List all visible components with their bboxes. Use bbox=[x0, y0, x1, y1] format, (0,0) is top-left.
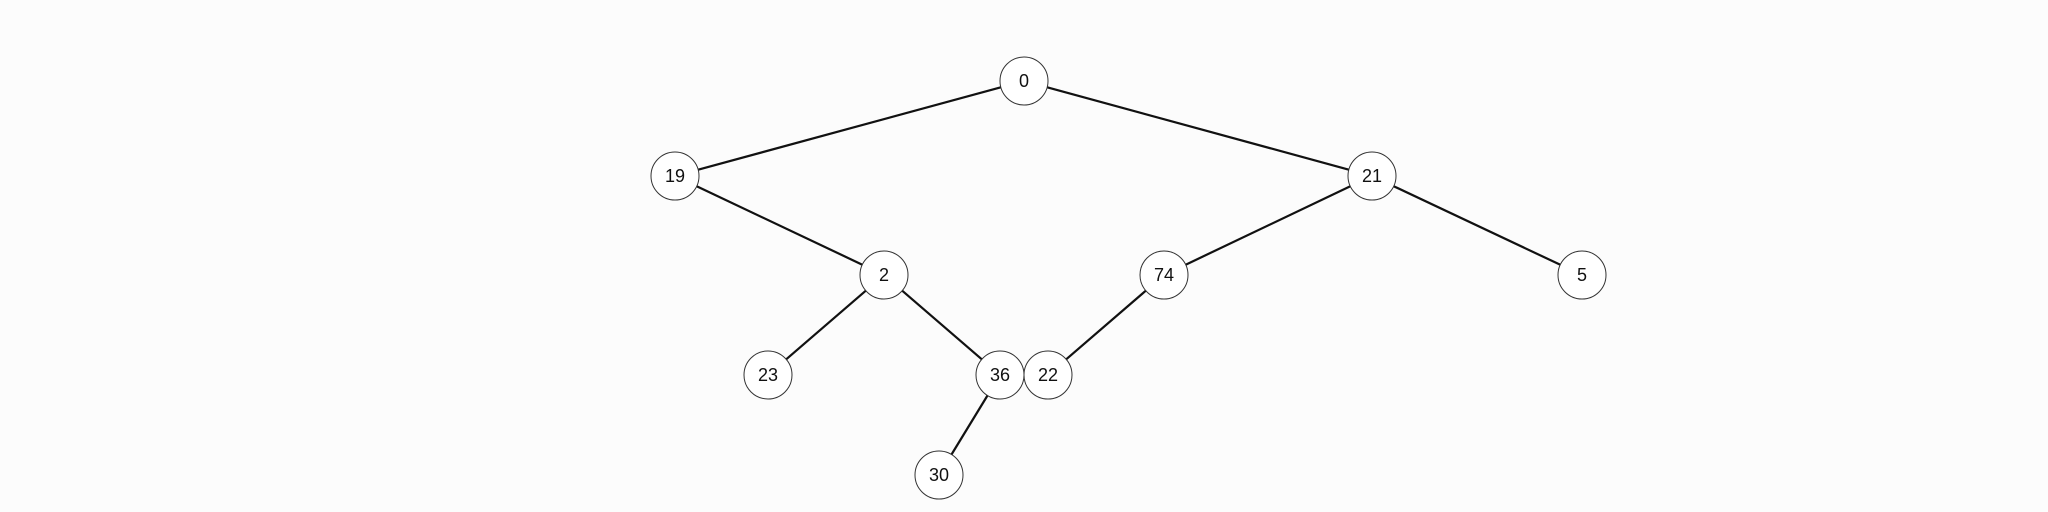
edge-n2-n36 bbox=[901, 289, 983, 361]
edge-n19-n2 bbox=[696, 185, 863, 266]
node-label: 36 bbox=[990, 365, 1010, 385]
node-label: 0 bbox=[1019, 71, 1029, 91]
tree-nodes: 0 19 21 2 74 5 23 36 22 30 bbox=[650, 56, 1607, 500]
edge-n0-n21 bbox=[1046, 86, 1350, 171]
node-circle bbox=[743, 350, 793, 400]
node-circle bbox=[914, 450, 964, 500]
node-circle bbox=[859, 250, 909, 300]
edge-n0-n19 bbox=[697, 86, 1002, 171]
tree-node-2: 2 bbox=[859, 250, 909, 300]
node-label: 21 bbox=[1362, 166, 1382, 186]
edge-n36-n30 bbox=[950, 394, 989, 456]
tree-node-22: 22 bbox=[1023, 350, 1073, 400]
node-label: 5 bbox=[1577, 265, 1587, 285]
node-label: 74 bbox=[1154, 265, 1174, 285]
edge-n21-n74 bbox=[1185, 185, 1351, 266]
node-label: 2 bbox=[879, 265, 889, 285]
tree-node-36: 36 bbox=[975, 350, 1025, 400]
node-circle bbox=[650, 151, 700, 201]
tree-node-74: 74 bbox=[1139, 250, 1189, 300]
node-circle bbox=[1139, 250, 1189, 300]
tree-node-21: 21 bbox=[1347, 151, 1397, 201]
tree-node-30: 30 bbox=[914, 450, 964, 500]
tree-node-0: 0 bbox=[999, 56, 1049, 106]
node-circle bbox=[1023, 350, 1073, 400]
node-label: 19 bbox=[665, 166, 685, 186]
edge-n21-n5 bbox=[1393, 185, 1561, 266]
tree-node-19: 19 bbox=[650, 151, 700, 201]
node-label: 23 bbox=[758, 365, 778, 385]
node-circle bbox=[999, 56, 1049, 106]
node-circle bbox=[1557, 250, 1607, 300]
node-circle bbox=[1347, 151, 1397, 201]
node-label: 22 bbox=[1038, 365, 1058, 385]
tree-node-5: 5 bbox=[1557, 250, 1607, 300]
tree-edges bbox=[696, 86, 1561, 456]
node-label: 30 bbox=[929, 465, 949, 485]
edge-n74-n22 bbox=[1065, 289, 1147, 361]
tree-node-23: 23 bbox=[743, 350, 793, 400]
edge-n2-n23 bbox=[785, 289, 867, 361]
